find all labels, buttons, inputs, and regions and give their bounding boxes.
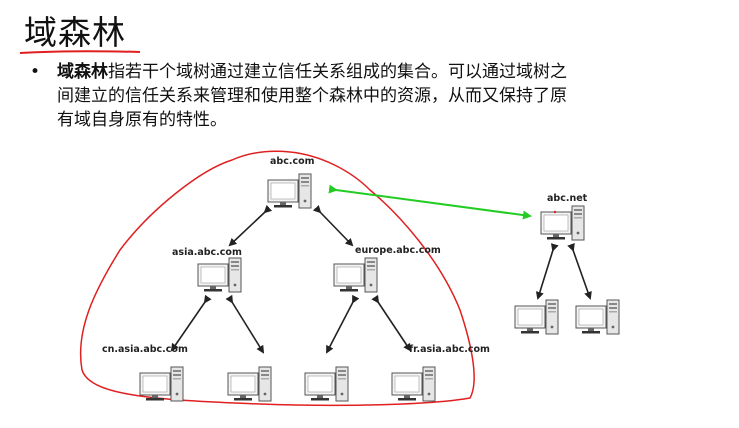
bullet-line-3: 有域自身原有的特性。 [57, 110, 227, 130]
computer-icon-asia-abc-com [197, 257, 242, 293]
arrow-asia-child2 [225, 294, 265, 354]
arrow-europe-child1 [326, 294, 360, 354]
computer-icon-europe-child-1 [304, 366, 349, 402]
arrow-net-child1 [535, 243, 559, 300]
label-europe-abc-com: europe.abc.com [355, 245, 441, 256]
arrow-abc-europe [312, 204, 354, 247]
arrow-asia-cn [170, 294, 212, 352]
arrow-net-child2 [567, 243, 592, 300]
computer-icon-cn-asia-abc-com [139, 366, 184, 402]
forest-outline [79, 150, 475, 407]
label-abc-com: abc.com [270, 156, 315, 167]
computer-icon-net-child-2 [575, 299, 620, 335]
label-asia-abc-com: asia.abc.com [172, 247, 242, 258]
computer-icon-europe-abc-com [333, 257, 378, 293]
tree-arrows [170, 204, 592, 354]
computer-icon-abc-com [267, 173, 312, 209]
label-fr-asia-abc-com: fr.asia.abc.com [409, 344, 490, 355]
label-cn-asia-abc-com: cn.asia.abc.com [102, 344, 188, 355]
bullet-line-2: 间建立的信任关系来管理和使用整个森林中的资源，从而又保持了原 [57, 86, 567, 106]
computer-icon-abc-net [540, 205, 585, 241]
red-dot-mark [553, 210, 557, 214]
bullet-line-1: 指若干个域树通过建立信任关系组成的集合。可以通过域树之 [108, 62, 567, 82]
arrow-abc-asia [228, 204, 273, 247]
bullet-term: 域森林 [57, 62, 108, 82]
arrow-europe-fr [371, 294, 412, 352]
computer-icon-fr-asia-abc-com [391, 366, 436, 402]
bullet-marker: • [30, 62, 41, 82]
computer-icon-net-child-1 [514, 299, 559, 335]
trust-arrow [328, 184, 532, 220]
computer-icon-asia-child-2 [227, 366, 272, 402]
slide-title: 域森林 [24, 13, 126, 52]
bullet-text: 域森林指若干个域树通过建立信任关系组成的集合。可以通过域树之 间建立的信任关系来… [57, 60, 725, 132]
label-abc-net: abc.net [547, 193, 588, 204]
